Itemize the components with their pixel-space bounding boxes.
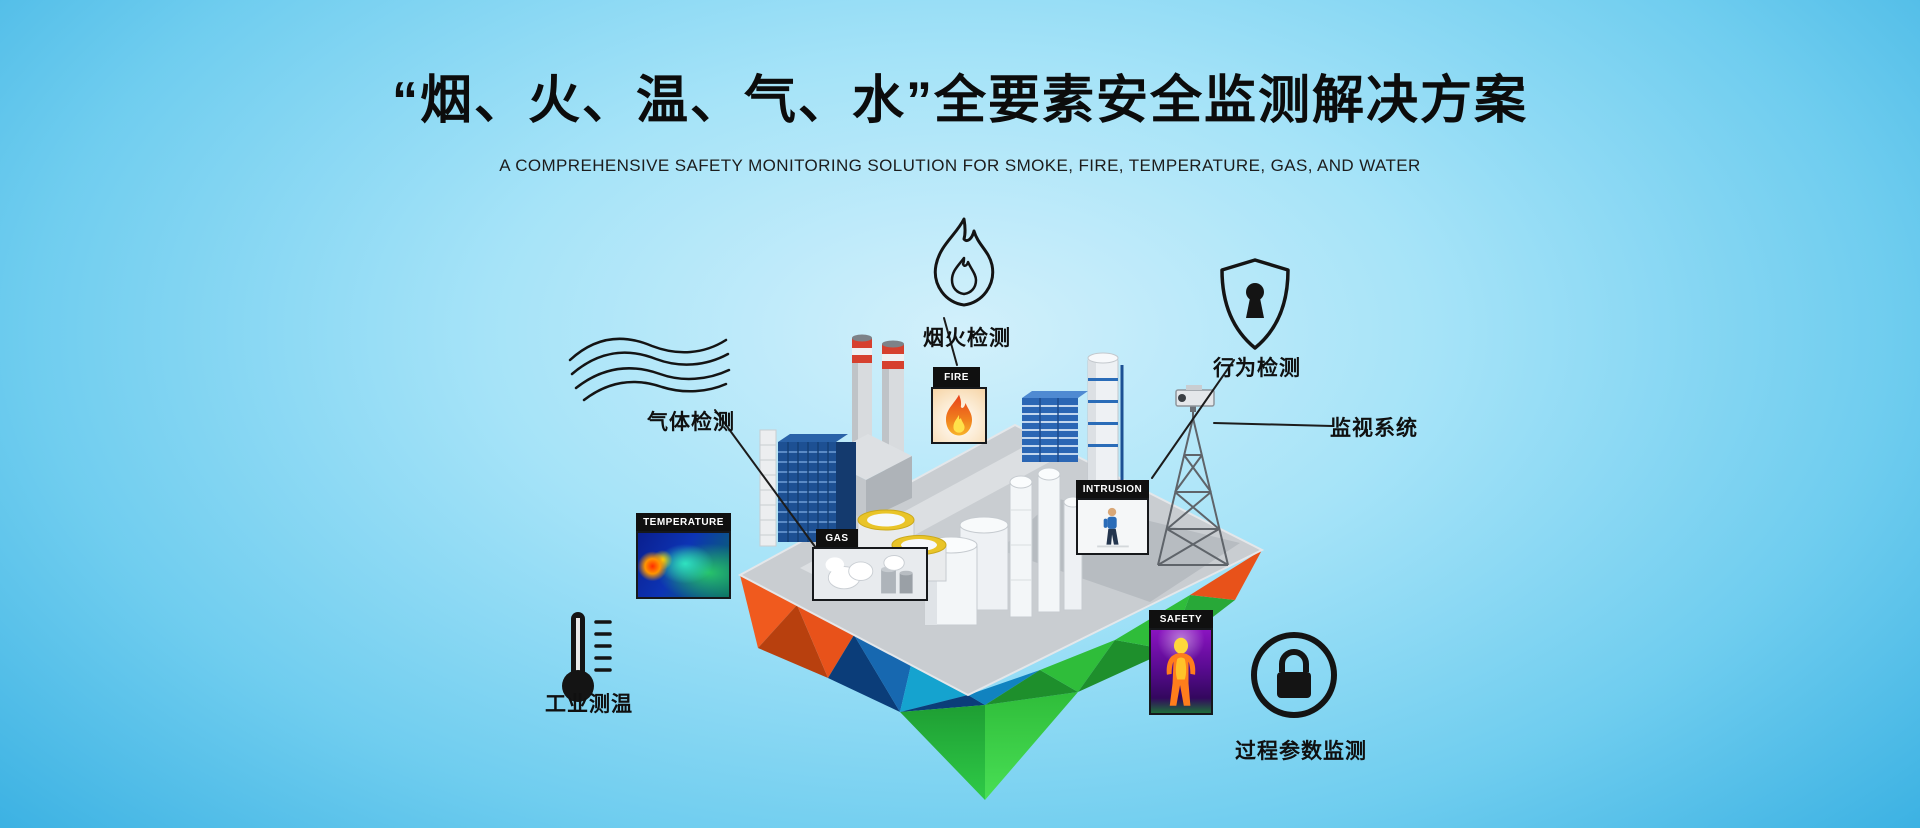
gas-tag: GAS (816, 529, 858, 547)
intrusion-tag: INTRUSION (1076, 480, 1149, 498)
fire-detection-box (931, 387, 987, 444)
gas-leak-box (812, 547, 928, 601)
fire-tag: FIRE (933, 367, 980, 387)
callout-gas-detection: 气体检测 (647, 411, 735, 434)
chimney-stacks (852, 334, 904, 470)
container-rack-building (1022, 391, 1088, 462)
shield-keyhole-icon (1216, 256, 1294, 354)
surveillance-tower (1157, 408, 1229, 566)
safety-tag: SAFETY (1149, 610, 1213, 628)
flame-outline-icon (922, 214, 1006, 314)
blue-office-building (759, 429, 856, 547)
temperature-tag: TEMPERATURE (636, 513, 731, 531)
thermometer-icon (556, 608, 622, 706)
callout-surveillance-system: 监视系统 (1330, 417, 1418, 440)
gas-flow-waves-icon (566, 328, 732, 414)
callout-process-parameter-monitoring: 过程参数监测 (1235, 740, 1367, 763)
intrusion-person-box (1076, 498, 1149, 555)
page-title: “烟、火、温、气、水”全要素安全监测解决方案 (391, 72, 1528, 130)
callout-behavior-detection: 行为检测 (1213, 357, 1301, 380)
callout-smoke-fire-detection: 烟火检测 (923, 327, 1011, 350)
callout-industrial-temperature: 工业测温 (545, 693, 633, 716)
process-tower (1087, 352, 1124, 491)
thermal-image-box (636, 531, 731, 599)
page-subtitle: A COMPREHENSIVE SAFETY MONITORING SOLUTI… (499, 156, 1421, 175)
callout-connector-lines (714, 317, 1333, 549)
padlock-circle-icon (1249, 630, 1339, 720)
island-underside-facets (740, 550, 1262, 800)
safety-thermal-person-box (1149, 628, 1213, 715)
